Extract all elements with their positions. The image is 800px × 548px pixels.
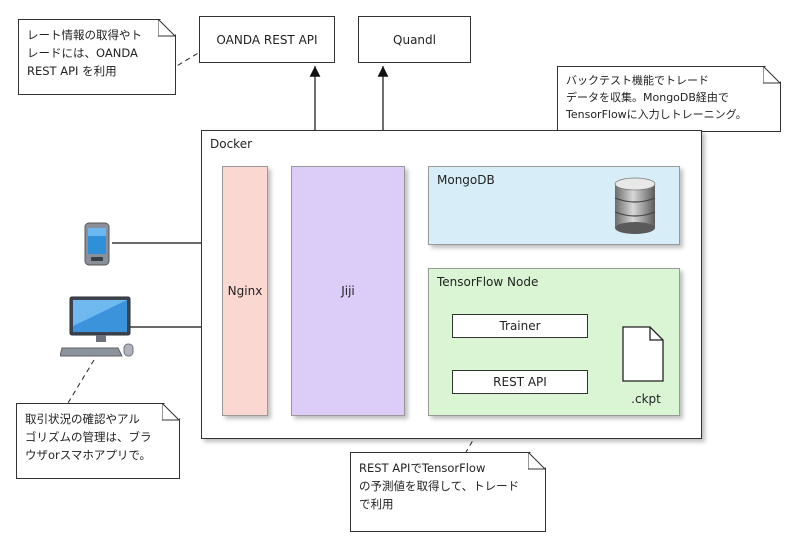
rest-api-box: REST API [452, 370, 588, 394]
restapi-note-line-2: の予測値を取得して、トレード [359, 479, 520, 493]
oanda-note-line-1: レート情報の取得やト [27, 28, 142, 42]
ckpt-label: .ckpt [631, 392, 661, 406]
trainer-box: Trainer [452, 314, 588, 338]
backtest-note: バックテスト機能でトレード データを収集。MongoDB経由で TensorFl… [557, 66, 781, 132]
docker-title: Docker [210, 137, 253, 151]
restapi-note-line-1: REST APIでTensorFlow [359, 461, 486, 475]
browser-note-line-2: ゴリズムの管理は、ブラ [25, 430, 152, 444]
restapi-note-line-3: で利用 [359, 497, 394, 511]
nginx-label: Nginx [227, 284, 263, 298]
quandl-label: Quandl [393, 32, 436, 47]
database-icon [614, 177, 656, 234]
rest-api-label: REST API [493, 375, 547, 389]
backtest-note-line-3: TensorFlowに入力しトレーニング。 [566, 108, 747, 121]
browser-note: 取引状況の確認やアル ゴリズムの管理は、ブラ ウザorスマホアプリで。 [16, 403, 180, 479]
nginx-box: Nginx [222, 166, 268, 416]
trainer-label: Trainer [499, 319, 541, 333]
dash-browser-note [67, 359, 95, 404]
backtest-note-line-1: バックテスト機能でトレード [566, 74, 709, 87]
browser-note-fold [162, 403, 180, 421]
restapi-note-fold [528, 452, 546, 470]
jiji-label: Jiji [341, 284, 355, 298]
oanda-note-line-3: REST API を利用 [27, 64, 117, 78]
browser-note-line-3: ウザorスマホアプリで。 [25, 448, 151, 462]
oanda-note: レート情報の取得やト レードには、OANDA REST API を利用 [18, 19, 176, 95]
smartphone-icon [84, 222, 110, 266]
backtest-note-line-2: データを収集。MongoDB経由で [566, 91, 729, 104]
oanda-rest-api-box: OANDA REST API [199, 16, 335, 63]
tensorflow-node-label: TensorFlow Node [437, 275, 539, 289]
backtest-note-fold [763, 66, 781, 84]
browser-note-line-1: 取引状況の確認やアル [25, 412, 140, 426]
oanda-note-fold [158, 19, 176, 37]
document-icon [622, 326, 664, 382]
mongodb-label: MongoDB [437, 173, 495, 187]
oanda-rest-api-label: OANDA REST API [216, 32, 318, 47]
quandl-box: Quandl [358, 16, 471, 63]
jiji-box: Jiji [291, 166, 405, 416]
oanda-note-line-2: レードには、OANDA [27, 46, 138, 60]
restapi-note: REST APIでTensorFlow の予測値を取得して、トレード で利用 [350, 452, 546, 532]
desktop-computer-icon [60, 296, 134, 357]
dash-oanda-note [169, 51, 201, 71]
